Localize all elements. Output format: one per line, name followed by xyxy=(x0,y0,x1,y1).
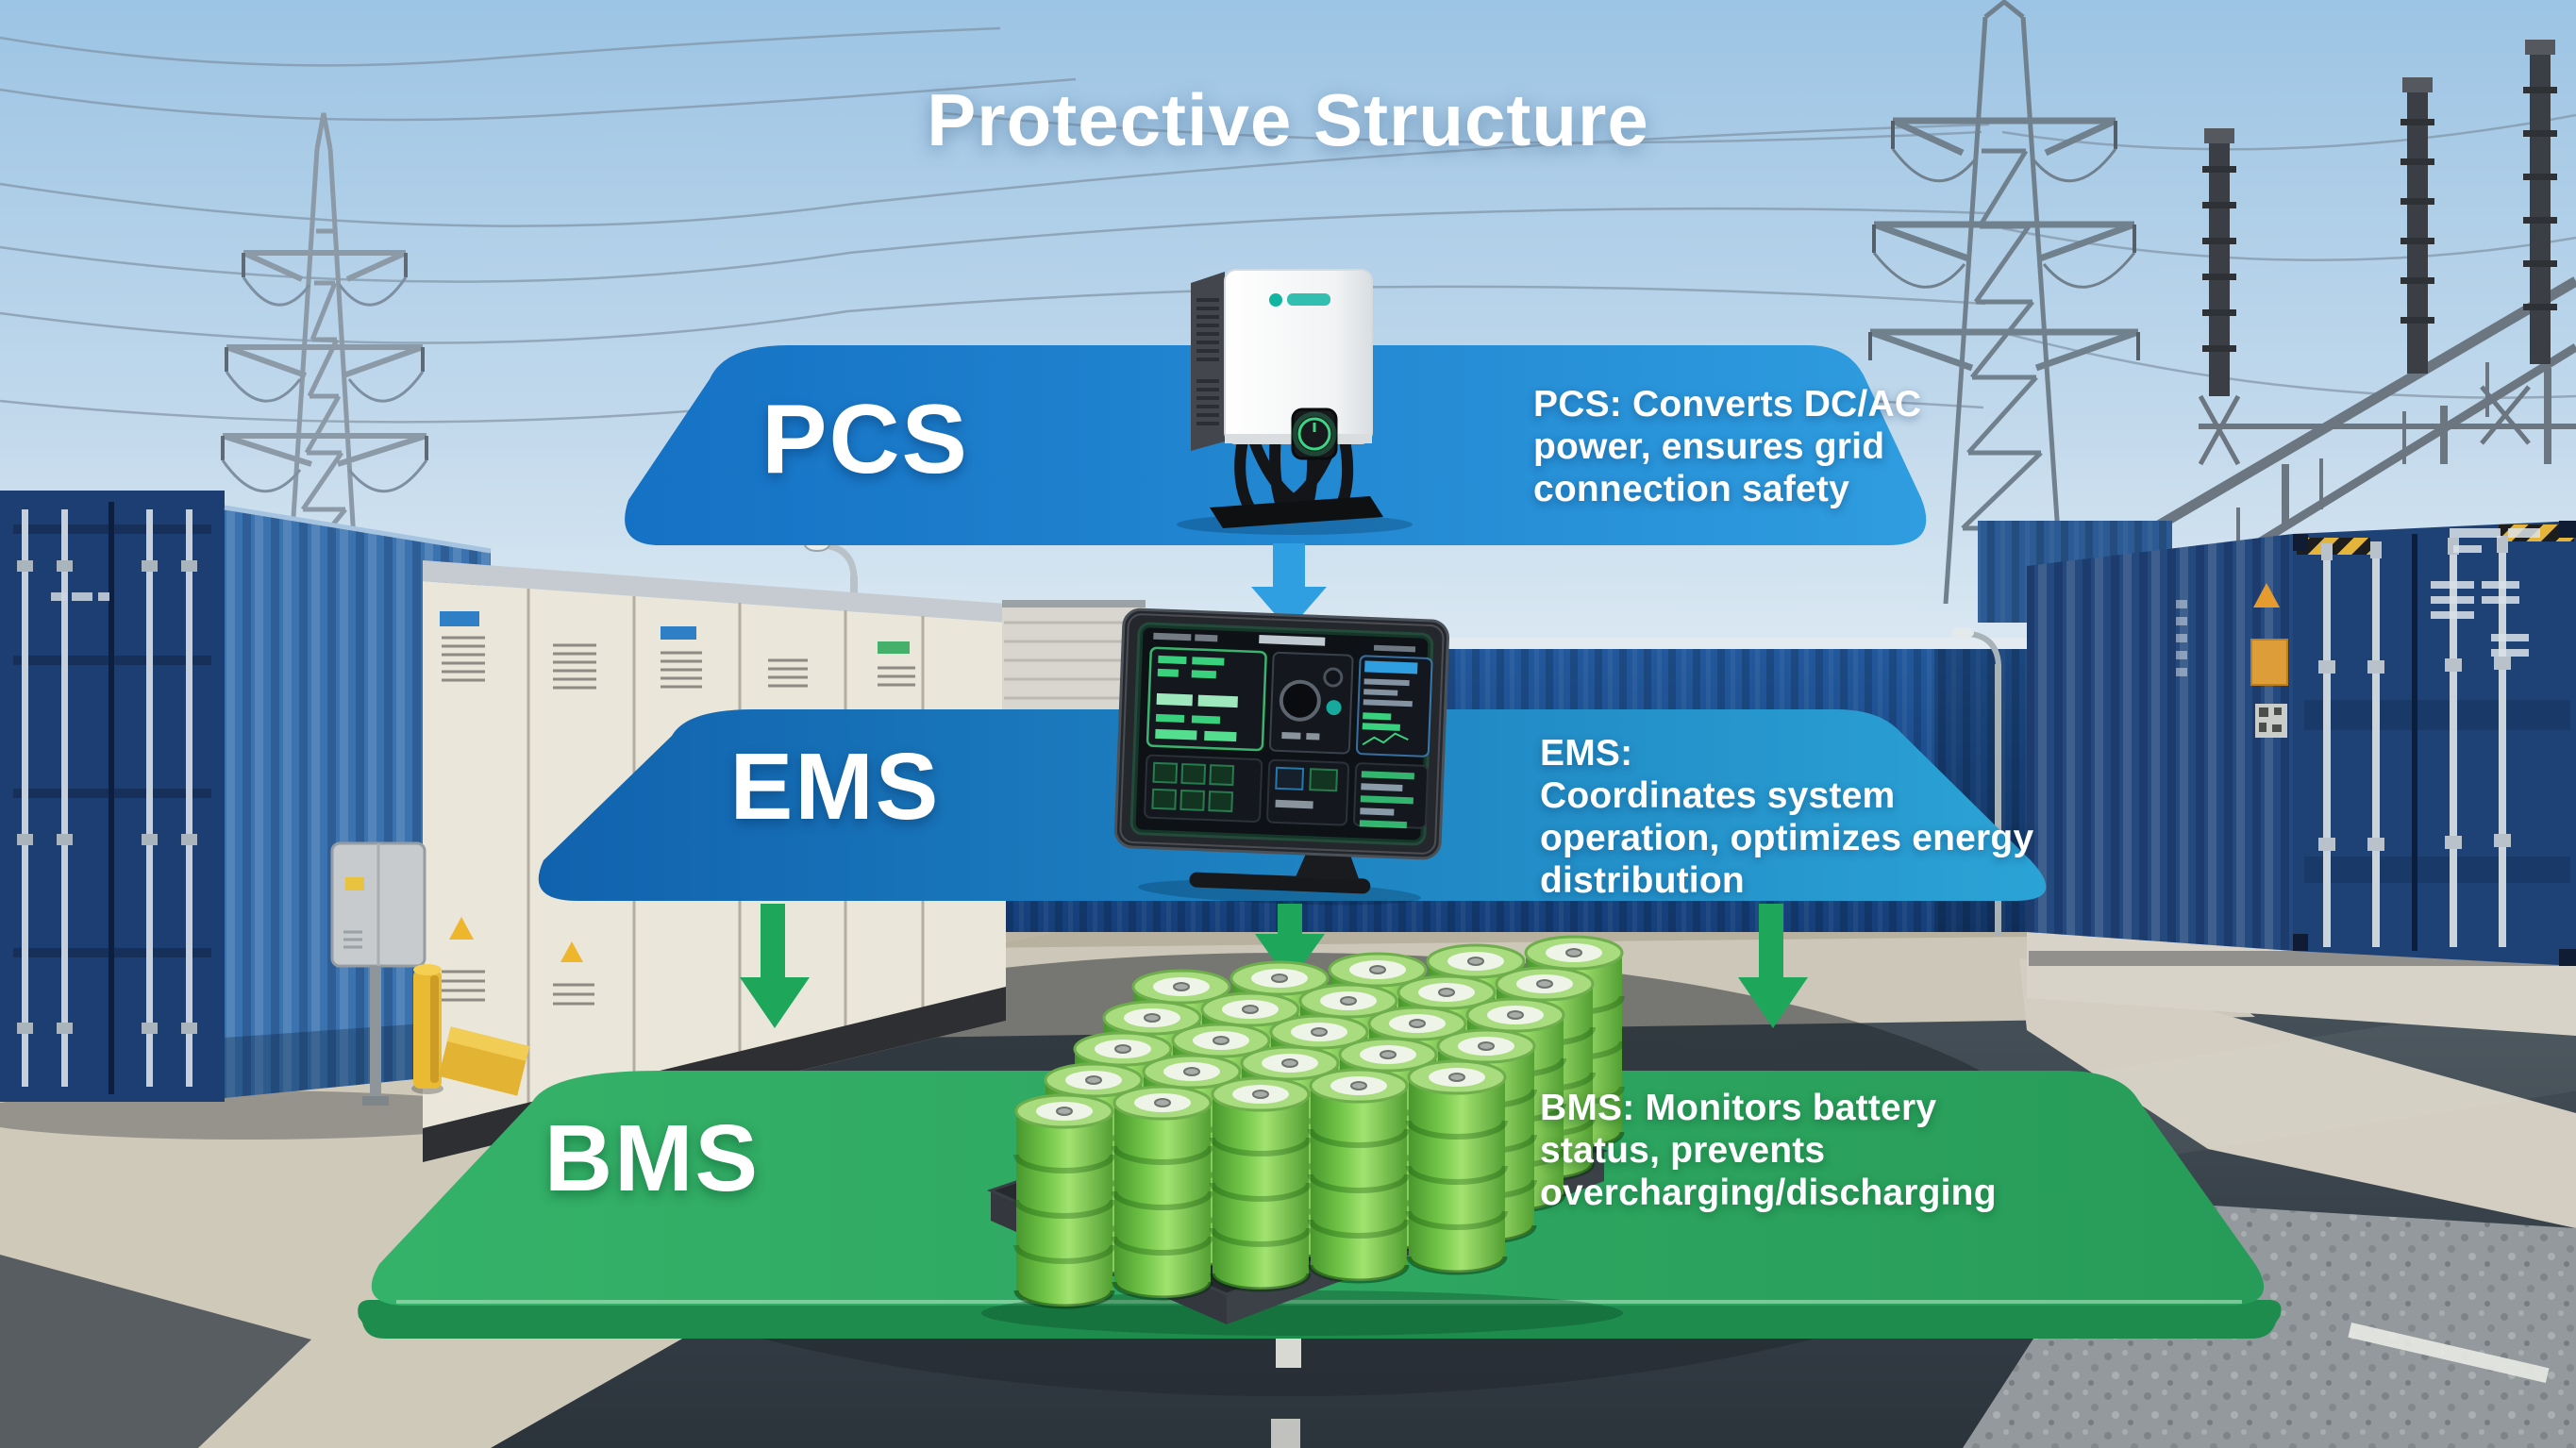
page-title: Protective Structure xyxy=(927,78,1649,161)
arrows-ems-to-bms xyxy=(740,904,1808,1028)
bms-description: BMS: Monitors battery status, prevents o… xyxy=(1540,1087,1997,1214)
panel-tiles xyxy=(1151,761,1414,829)
cabinet-vents xyxy=(442,636,915,1006)
bms-description-line: status, prevents xyxy=(1540,1130,1826,1171)
container-text-marks xyxy=(2431,528,2540,657)
arrow-ems-to-bms-left-icon xyxy=(740,904,810,1028)
street-lamp-right xyxy=(1951,627,2001,936)
bms-banner-label: BMS xyxy=(544,1106,761,1211)
pcs-description-line: power, ensures grid xyxy=(1533,426,1885,467)
bms-battery-pack-illustration xyxy=(981,937,1623,1336)
container-id-marks xyxy=(51,592,109,601)
shipping-container-right xyxy=(1978,521,2576,1036)
pcs-inverter-illustration xyxy=(1177,269,1413,535)
panel-knobs xyxy=(1279,667,1344,741)
panel-chart xyxy=(1362,660,1418,746)
arrow-ems-to-bms-middle-icon xyxy=(1255,904,1325,983)
bms-description-line: overcharging/discharging xyxy=(1540,1173,1997,1213)
ems-control-panel-illustration xyxy=(1113,607,1449,906)
insulator-columns xyxy=(2202,40,2557,396)
pcs-description-line: PCS: Converts DC/AC xyxy=(1533,384,1922,424)
screen-header-marks xyxy=(1153,632,1416,653)
panel-readouts xyxy=(1155,655,1238,742)
inverter-brand-logo xyxy=(1269,293,1330,307)
ems-description-line: EMS: xyxy=(1540,733,1633,774)
ems-description-line: distribution xyxy=(1540,860,1745,901)
ems-description-line: Coordinates system xyxy=(1540,775,1896,816)
pcs-banner-label: PCS xyxy=(761,385,969,494)
ems-banner-label: EMS xyxy=(729,734,941,840)
bollard xyxy=(411,964,443,1094)
ems-description-line: operation, optimizes energy xyxy=(1540,818,2034,858)
container-lock-rods xyxy=(17,509,197,1087)
junction-box xyxy=(330,841,427,1106)
cabinet-labels xyxy=(440,611,910,962)
inverter-display xyxy=(1291,408,1338,460)
arrow-ems-to-bms-right-icon xyxy=(1738,904,1808,1028)
container-lock-rods-right xyxy=(2318,536,2511,947)
transmission-tower-right xyxy=(1868,0,2140,605)
pcs-description: PCS: Converts DC/AC power, ensures grid … xyxy=(1533,383,1921,510)
arrow-pcs-to-ems-icon xyxy=(1251,543,1327,630)
pcs-description-line: connection safety xyxy=(1533,469,1849,509)
ems-description: EMS: Coordinates system operation, optim… xyxy=(1540,732,2033,902)
bms-description-line: BMS: Monitors battery xyxy=(1540,1088,1937,1128)
